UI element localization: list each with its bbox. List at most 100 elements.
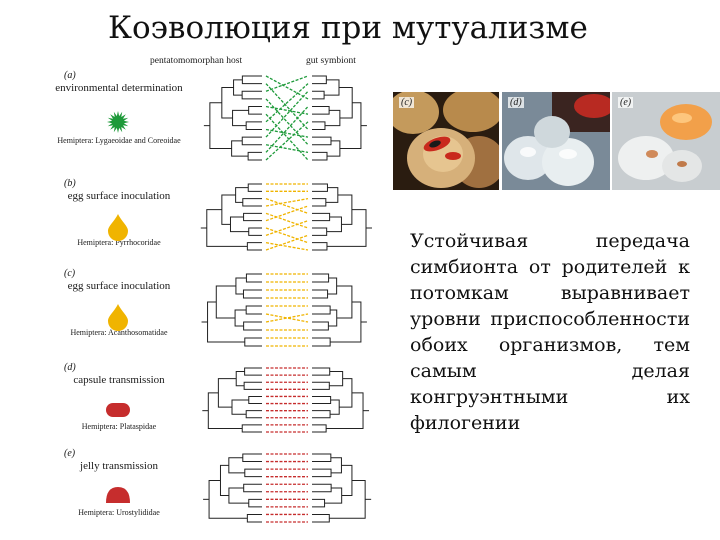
tree-branch bbox=[243, 212, 262, 222]
tree-branch bbox=[312, 151, 328, 161]
panel-2 bbox=[108, 273, 367, 347]
taxon-label: Hemiptera: Plataspidae bbox=[81, 422, 157, 431]
panel-label: (d) bbox=[64, 362, 76, 373]
tree-branch bbox=[312, 75, 327, 85]
tree-branch bbox=[209, 102, 232, 150]
tree-branch bbox=[235, 187, 249, 203]
tree-branch bbox=[330, 457, 342, 474]
tree-branch bbox=[244, 468, 262, 478]
tree-branch bbox=[242, 453, 262, 463]
host-symbiont-link bbox=[265, 128, 309, 138]
tree-branch bbox=[337, 194, 353, 225]
host-symbiont-link bbox=[265, 144, 309, 154]
tree-branch bbox=[324, 109, 341, 127]
tree-branch bbox=[339, 102, 362, 150]
tree-branch bbox=[312, 410, 331, 419]
tree-branch bbox=[326, 392, 364, 429]
tree-branch bbox=[246, 242, 262, 251]
tree-branch bbox=[327, 140, 341, 157]
taxon-label: Hemiptera: Acanthosomatidae bbox=[70, 328, 168, 337]
tree-branch bbox=[312, 183, 328, 192]
tree-branch bbox=[228, 487, 249, 504]
yellow-drop-icon bbox=[108, 304, 128, 331]
host-symbiont-link bbox=[265, 313, 309, 323]
tree-branch bbox=[235, 277, 247, 295]
tree-branch bbox=[312, 498, 326, 508]
tree-branch bbox=[248, 227, 262, 236]
tree-branch bbox=[312, 381, 330, 390]
tree-branch bbox=[245, 273, 262, 283]
host-symbiont-link bbox=[265, 220, 309, 236]
tree-branch bbox=[312, 106, 330, 115]
tree-branch bbox=[336, 285, 353, 319]
tree-branch bbox=[330, 399, 340, 415]
host-symbiont-link bbox=[265, 242, 309, 251]
photo-d-label: (d) bbox=[508, 97, 524, 108]
tree-branch bbox=[242, 198, 262, 207]
tree-branch bbox=[242, 289, 262, 299]
green-star-icon bbox=[107, 111, 129, 133]
tree-branch bbox=[241, 75, 262, 85]
host-symbiont-link bbox=[265, 313, 309, 323]
host-symbiont-link bbox=[265, 198, 309, 214]
tree-branch bbox=[234, 309, 247, 327]
host-column-header: pentatomomorphan host bbox=[150, 56, 243, 66]
tree-branch bbox=[326, 209, 367, 247]
host-symbiont-link bbox=[265, 234, 309, 251]
tree-branch bbox=[232, 109, 249, 127]
bug-on-seed-photo bbox=[393, 92, 499, 190]
tree-branch bbox=[241, 136, 262, 146]
photo-c: (c) bbox=[393, 92, 499, 190]
tree-branch bbox=[248, 395, 262, 405]
tree-branch bbox=[312, 321, 329, 331]
tree-branch bbox=[312, 198, 327, 207]
tree-branch bbox=[243, 483, 262, 493]
host-symbiont-link bbox=[265, 205, 309, 222]
panel-3 bbox=[106, 367, 370, 433]
tree-branch bbox=[312, 121, 326, 130]
host-symbiont-link bbox=[265, 105, 309, 115]
tree-branch bbox=[243, 321, 262, 331]
yellow-drop-icon bbox=[108, 214, 128, 241]
photo-d: (d) bbox=[502, 92, 610, 190]
host-symbiont-link bbox=[265, 212, 309, 229]
tree-branch bbox=[245, 410, 262, 419]
transmission-mode-label: egg surface inoculation bbox=[67, 190, 171, 202]
transmission-mode-label: jelly transmission bbox=[80, 460, 158, 472]
tree-branch bbox=[243, 381, 262, 390]
description-text: Устойчивая передача симбионта от родител… bbox=[410, 230, 690, 434]
tree-branch bbox=[206, 209, 248, 247]
tree-branch bbox=[221, 86, 234, 119]
tree-branch bbox=[312, 395, 332, 405]
tree-branch bbox=[231, 399, 249, 415]
tree-branch bbox=[326, 216, 342, 233]
tree-branch bbox=[341, 464, 353, 497]
panel-label: (a) bbox=[64, 70, 76, 81]
tree-branch bbox=[235, 371, 245, 387]
tree-branch bbox=[339, 378, 353, 408]
panel-label: (e) bbox=[64, 448, 76, 459]
tree-branch bbox=[231, 140, 249, 157]
tree-branch bbox=[324, 487, 343, 504]
host-symbiont-link bbox=[265, 83, 309, 123]
host-symbiont-link bbox=[265, 75, 309, 92]
tree-branch bbox=[330, 301, 362, 343]
host-symbiont-link bbox=[265, 90, 309, 138]
panel-1 bbox=[108, 183, 372, 251]
jelly-egg-photo bbox=[612, 92, 720, 190]
tree-branch bbox=[312, 468, 332, 478]
panel-0 bbox=[107, 75, 367, 161]
tree-branch bbox=[241, 90, 262, 100]
red-capsule-icon bbox=[106, 403, 130, 417]
host-symbiont-link bbox=[265, 198, 309, 207]
tree-branch bbox=[244, 337, 262, 347]
tree-branch bbox=[248, 106, 262, 115]
tree-branch bbox=[312, 337, 331, 347]
symbiont-column-header: gut symbiont bbox=[306, 56, 356, 66]
photo-c-label: (c) bbox=[399, 97, 415, 108]
tree-branch bbox=[221, 194, 236, 225]
tree-branch bbox=[312, 242, 328, 251]
tree-branch bbox=[248, 498, 262, 508]
tree-branch bbox=[247, 151, 262, 161]
host-symbiont-link bbox=[265, 83, 309, 130]
